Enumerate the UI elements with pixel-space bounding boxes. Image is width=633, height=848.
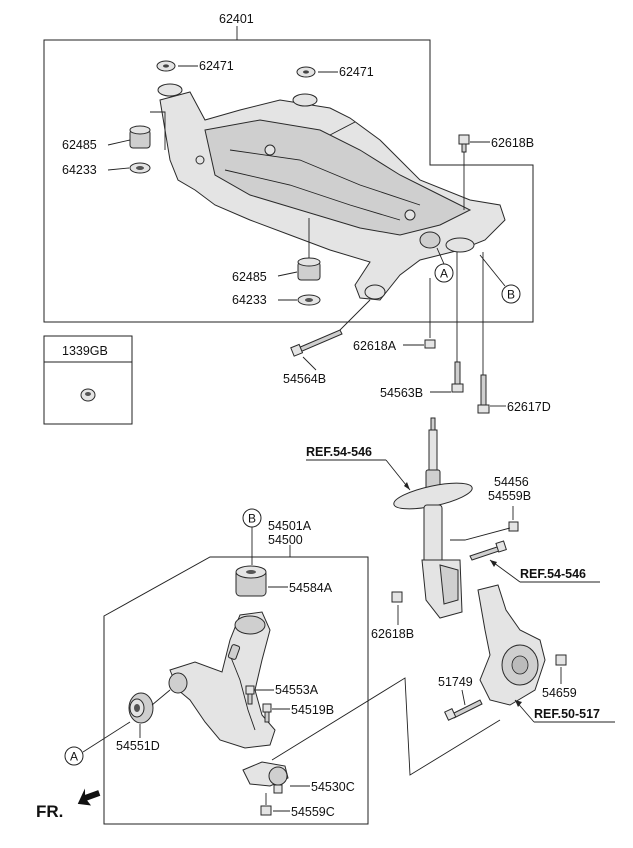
front-subframe (157, 83, 506, 301)
leader-51749 (461, 689, 466, 706)
leader-balljoint-to-knuckle (271, 677, 501, 776)
lower-arm-group-box (103, 556, 369, 825)
bolt-54456 (469, 540, 507, 561)
nut-62618B-mid (391, 591, 403, 603)
bolt-54553A (245, 685, 255, 705)
label-54501A: 54501A (268, 519, 312, 533)
svg-text:B: B (248, 512, 256, 526)
label-62617D: 62617D (507, 400, 551, 414)
reference-54-546-top: REF.54-546 (306, 445, 411, 491)
nut-54559B (508, 521, 519, 532)
label-54551D: 54551D (116, 739, 160, 753)
leader-64233-a (107, 167, 130, 171)
label-62401: 62401 (219, 12, 254, 26)
label-51749: 51749 (438, 675, 473, 689)
svg-text:REF.50-517: REF.50-517 (534, 707, 600, 721)
label-54519B: 54519B (291, 703, 334, 717)
bolt-62618B-top (458, 134, 470, 153)
leader-62485-a (107, 139, 131, 146)
strut-assembly (393, 417, 473, 619)
nut-1339GB-box: 1339GB (43, 335, 133, 425)
label-62618A: 62618A (353, 339, 397, 353)
bushing-54584A (235, 565, 267, 597)
label-54456: 54456 (494, 475, 529, 489)
leader-callout-A-top (436, 247, 445, 265)
callout-B-subframe: B (501, 284, 521, 304)
reference-54-546-mid: REF.54-546 (489, 559, 600, 583)
bushing-62485-b (297, 257, 321, 281)
bolt-54564B (290, 329, 343, 357)
label-62485-b: 62485 (232, 270, 267, 284)
bolt-54519B (262, 703, 272, 723)
svg-text:B: B (507, 288, 515, 302)
label-54559C: 54559C (291, 805, 335, 819)
label-54500: 54500 (268, 533, 303, 547)
bolt-54563B (451, 361, 464, 393)
leader-54551D-to-arm (151, 689, 171, 706)
steering-knuckle (477, 584, 546, 706)
label-62618B-top: 62618B (491, 136, 534, 150)
nut-1339GB-icon (80, 388, 96, 402)
label-62485-a: 62485 (62, 138, 97, 152)
label-54559B: 54559B (488, 489, 531, 503)
callout-A-subframe: A (434, 263, 454, 283)
svg-text:FR.: FR. (36, 802, 63, 821)
leader-62485-b (277, 271, 298, 277)
svg-text:A: A (70, 750, 78, 764)
subframe-group-box (43, 39, 534, 323)
label-64233-a: 64233 (62, 163, 97, 177)
washer-62471-b (296, 66, 316, 78)
leader-54564B (302, 356, 317, 371)
label-54584A: 54584A (289, 581, 333, 595)
leader-callout-A-arm (82, 721, 131, 753)
leader-bushing-to-frame (150, 111, 166, 150)
label-54530C: 54530C (311, 780, 355, 794)
label-54659: 54659 (542, 686, 577, 700)
bushing-62485-a (129, 125, 151, 149)
label-54564B: 54564B (283, 372, 326, 386)
leader-callout-B-top (479, 254, 506, 287)
reference-50-517: REF.50-517 (514, 699, 615, 723)
nut-54559C (260, 805, 272, 816)
bolt-51749 (444, 699, 483, 721)
leader-54559B-to-strut (450, 527, 511, 541)
svg-text:REF.54-546: REF.54-546 (306, 445, 372, 459)
svg-text:A: A (440, 267, 448, 281)
leader-54564B-to-frame (339, 299, 371, 331)
bolt-62617D (477, 374, 490, 414)
svg-text:REF.54-546: REF.54-546 (520, 567, 586, 581)
lower-control-arm (168, 611, 276, 749)
ball-joint-54530C (242, 761, 289, 794)
washer-64233-a (129, 162, 151, 174)
front-direction-indicator: FR. (36, 788, 101, 821)
label-1339GB: 1339GB (62, 344, 108, 358)
nut-62618A (424, 339, 436, 349)
callout-B-arm: B (242, 508, 262, 528)
label-62471-b: 62471 (339, 65, 374, 79)
label-54553A: 54553A (275, 683, 319, 697)
label-62618B-mid: 62618B (371, 627, 414, 641)
label-54563B: 54563B (380, 386, 423, 400)
bushing-54551D (128, 692, 154, 724)
callout-A-arm: A (64, 746, 84, 766)
label-62471-a: 62471 (199, 59, 234, 73)
nut-54659 (555, 654, 567, 666)
washer-64233-b (297, 294, 321, 306)
label-64233-b: 64233 (232, 293, 267, 307)
washer-62471-a (156, 60, 176, 72)
